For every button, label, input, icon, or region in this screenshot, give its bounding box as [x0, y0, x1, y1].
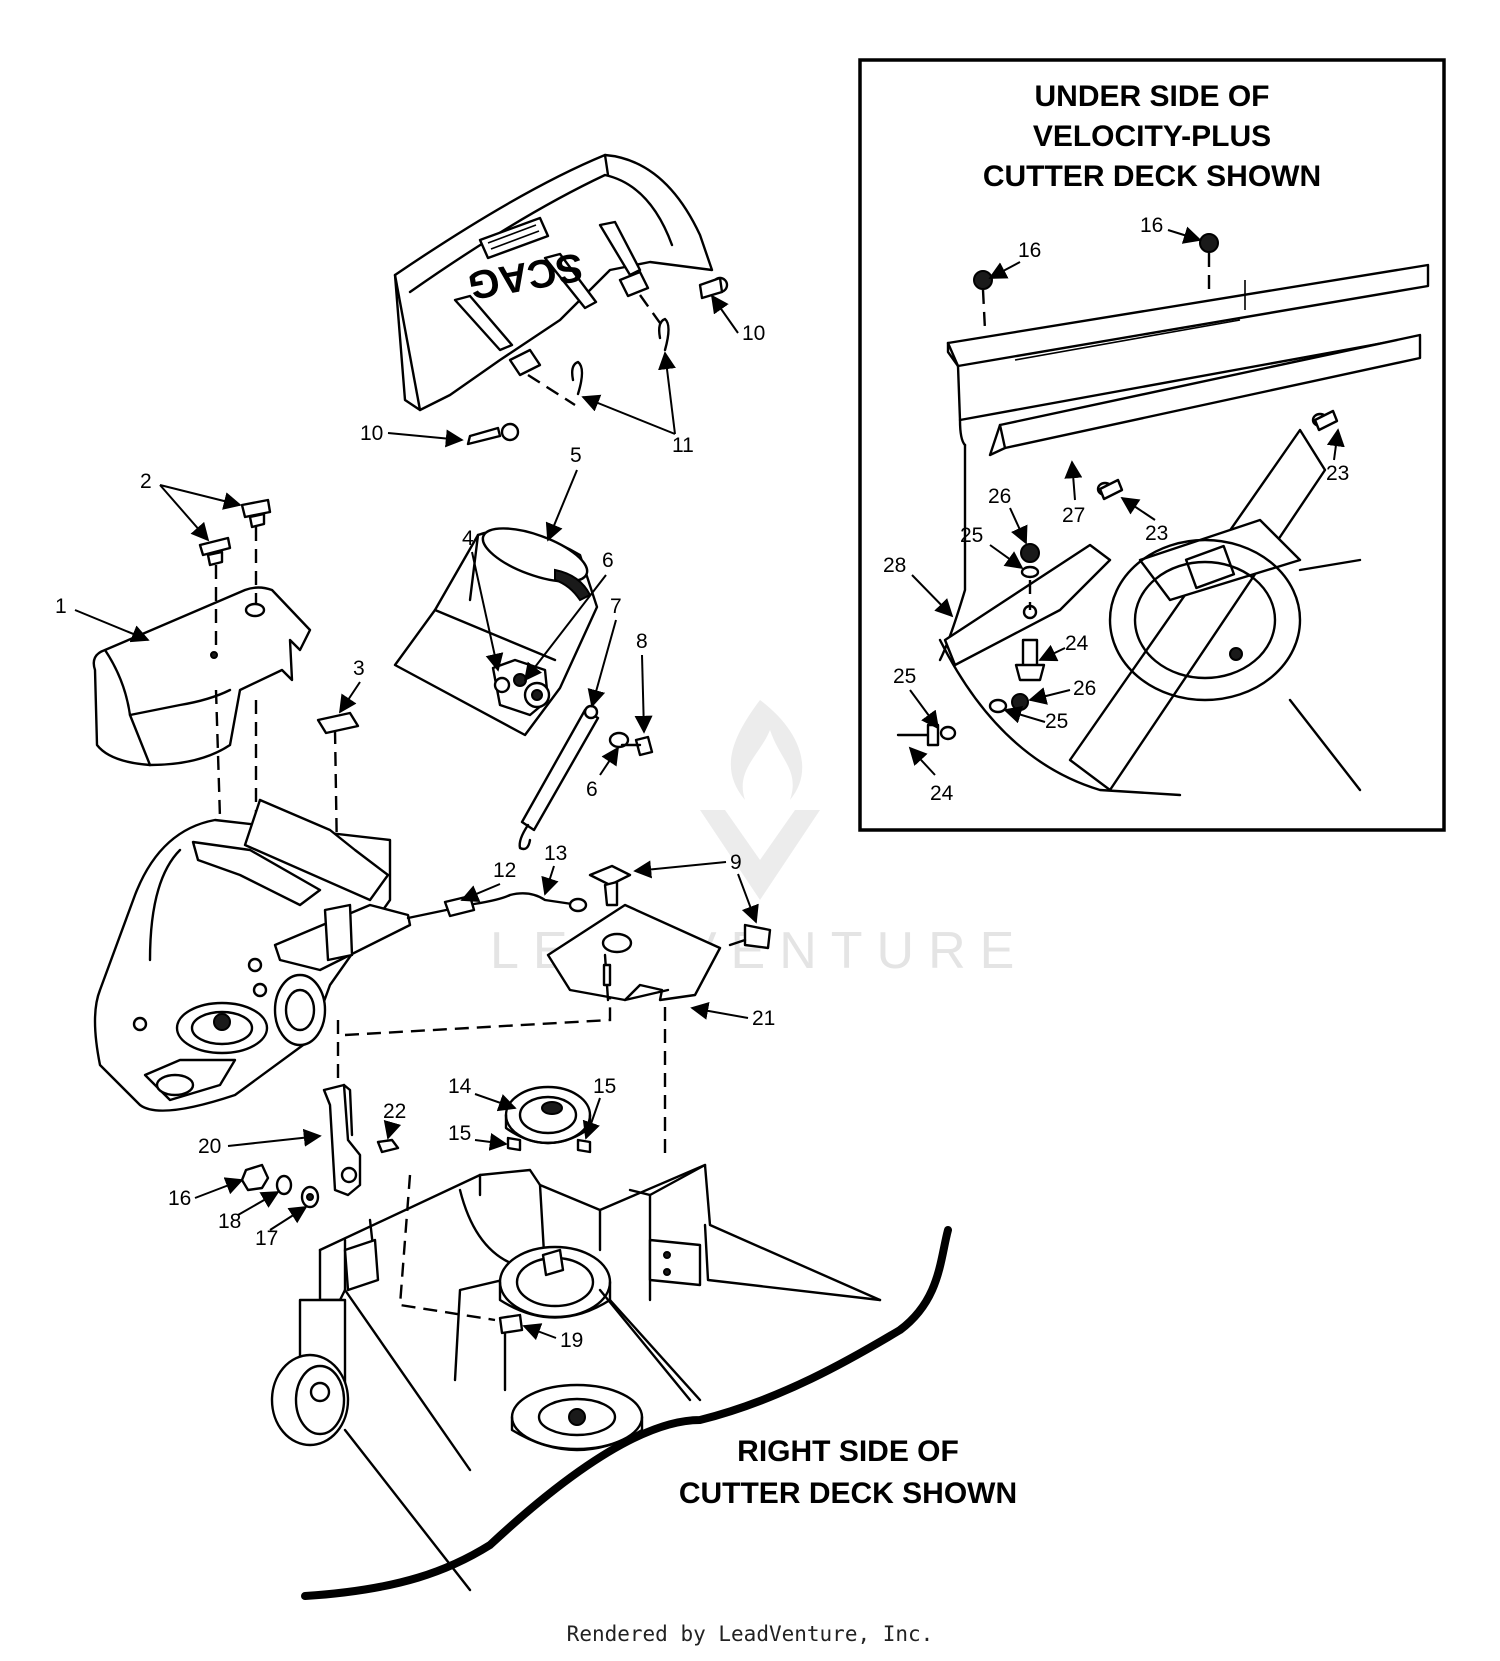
- main-caption-line-2: CUTTER DECK SHOWN: [679, 1477, 1017, 1510]
- callout-12: 12: [493, 859, 516, 882]
- mount-bracket: [240, 1083, 400, 1209]
- callout-11: 11: [672, 434, 694, 457]
- callout-3: 3: [353, 657, 365, 680]
- wear-block: [316, 711, 360, 735]
- cutter-deck: [270, 1163, 952, 1600]
- callout-10a: 10: [742, 322, 765, 345]
- nut-16-b: [1199, 233, 1219, 253]
- callout-10b: 10: [360, 422, 383, 445]
- callout-6b: 6: [586, 778, 598, 801]
- callout-6a: 6: [602, 549, 614, 572]
- callout-22: 22: [383, 1100, 406, 1123]
- deck-plate: [546, 864, 772, 1002]
- callout-7: 7: [610, 595, 622, 618]
- pulley-housing: [93, 798, 412, 1112]
- callout-17: 17: [255, 1227, 278, 1250]
- callout-5: 5: [570, 444, 582, 467]
- callout-inset-27: 27: [1062, 504, 1085, 527]
- nut-26-a: [1020, 543, 1040, 563]
- callout-16: 16: [168, 1187, 191, 1210]
- callout-inset-24a: 24: [1065, 632, 1089, 655]
- callout-9: 9: [730, 851, 742, 874]
- mounting-knobs: [198, 498, 272, 567]
- idler-cover: [92, 586, 312, 767]
- callout-15a: 15: [448, 1122, 471, 1145]
- callout-inset-23a: 23: [1326, 462, 1349, 485]
- cable-assembly: [406, 892, 588, 920]
- callout-2: 2: [140, 470, 152, 493]
- main-callouts: 1 2 3 4 5 6 6 7 8 9 10 10 11 12 13: [55, 294, 775, 1352]
- discharge-deflector: SCAG: [393, 153, 729, 446]
- callout-inset-25c: 25: [1045, 710, 1068, 733]
- drive-pulley: [504, 1085, 592, 1154]
- inset-panel: UNDER SIDE OF VELOCITY-PLUS CUTTER DECK …: [858, 58, 1446, 832]
- nut-16-a: [973, 270, 993, 290]
- callout-inset-28: 28: [883, 554, 906, 577]
- callout-inset-26b: 26: [1073, 677, 1096, 700]
- inset-callouts: 16 16 23 23 24 24 25 25 25 26 26 27 28: [883, 214, 1349, 805]
- callout-inset-16a: 16: [1018, 239, 1041, 262]
- bolt-19: [498, 1313, 524, 1335]
- callout-4: 4: [462, 527, 474, 550]
- footer-credit: Rendered by LeadVenture, Inc.: [566, 1622, 934, 1646]
- main-caption-line-1: RIGHT SIDE OF: [737, 1435, 959, 1468]
- inset-title-line-2: VELOCITY-PLUS: [1033, 120, 1271, 153]
- callout-inset-26a: 26: [988, 485, 1011, 508]
- inset-title-line-3: CUTTER DECK SHOWN: [983, 160, 1321, 193]
- callout-1: 1: [55, 595, 67, 618]
- callout-15b: 15: [593, 1075, 616, 1098]
- callout-inset-25b: 25: [893, 665, 916, 688]
- callout-8: 8: [636, 630, 648, 653]
- callout-inset-25a: 25: [960, 524, 983, 547]
- callout-14: 14: [448, 1075, 472, 1098]
- callout-20: 20: [198, 1135, 221, 1158]
- callout-13: 13: [544, 842, 567, 865]
- callout-inset-23b: 23: [1145, 522, 1168, 545]
- callout-18: 18: [218, 1210, 241, 1233]
- discharge-chute: [393, 527, 599, 737]
- callout-inset-24b: 24: [930, 782, 954, 805]
- spring-link: [518, 704, 654, 851]
- inset-deck-underside: [896, 233, 1430, 797]
- callout-21: 21: [752, 1007, 775, 1030]
- callout-inset-16b: 16: [1140, 214, 1163, 237]
- inset-title-line-1: UNDER SIDE OF: [1034, 80, 1269, 113]
- callout-19: 19: [560, 1329, 583, 1352]
